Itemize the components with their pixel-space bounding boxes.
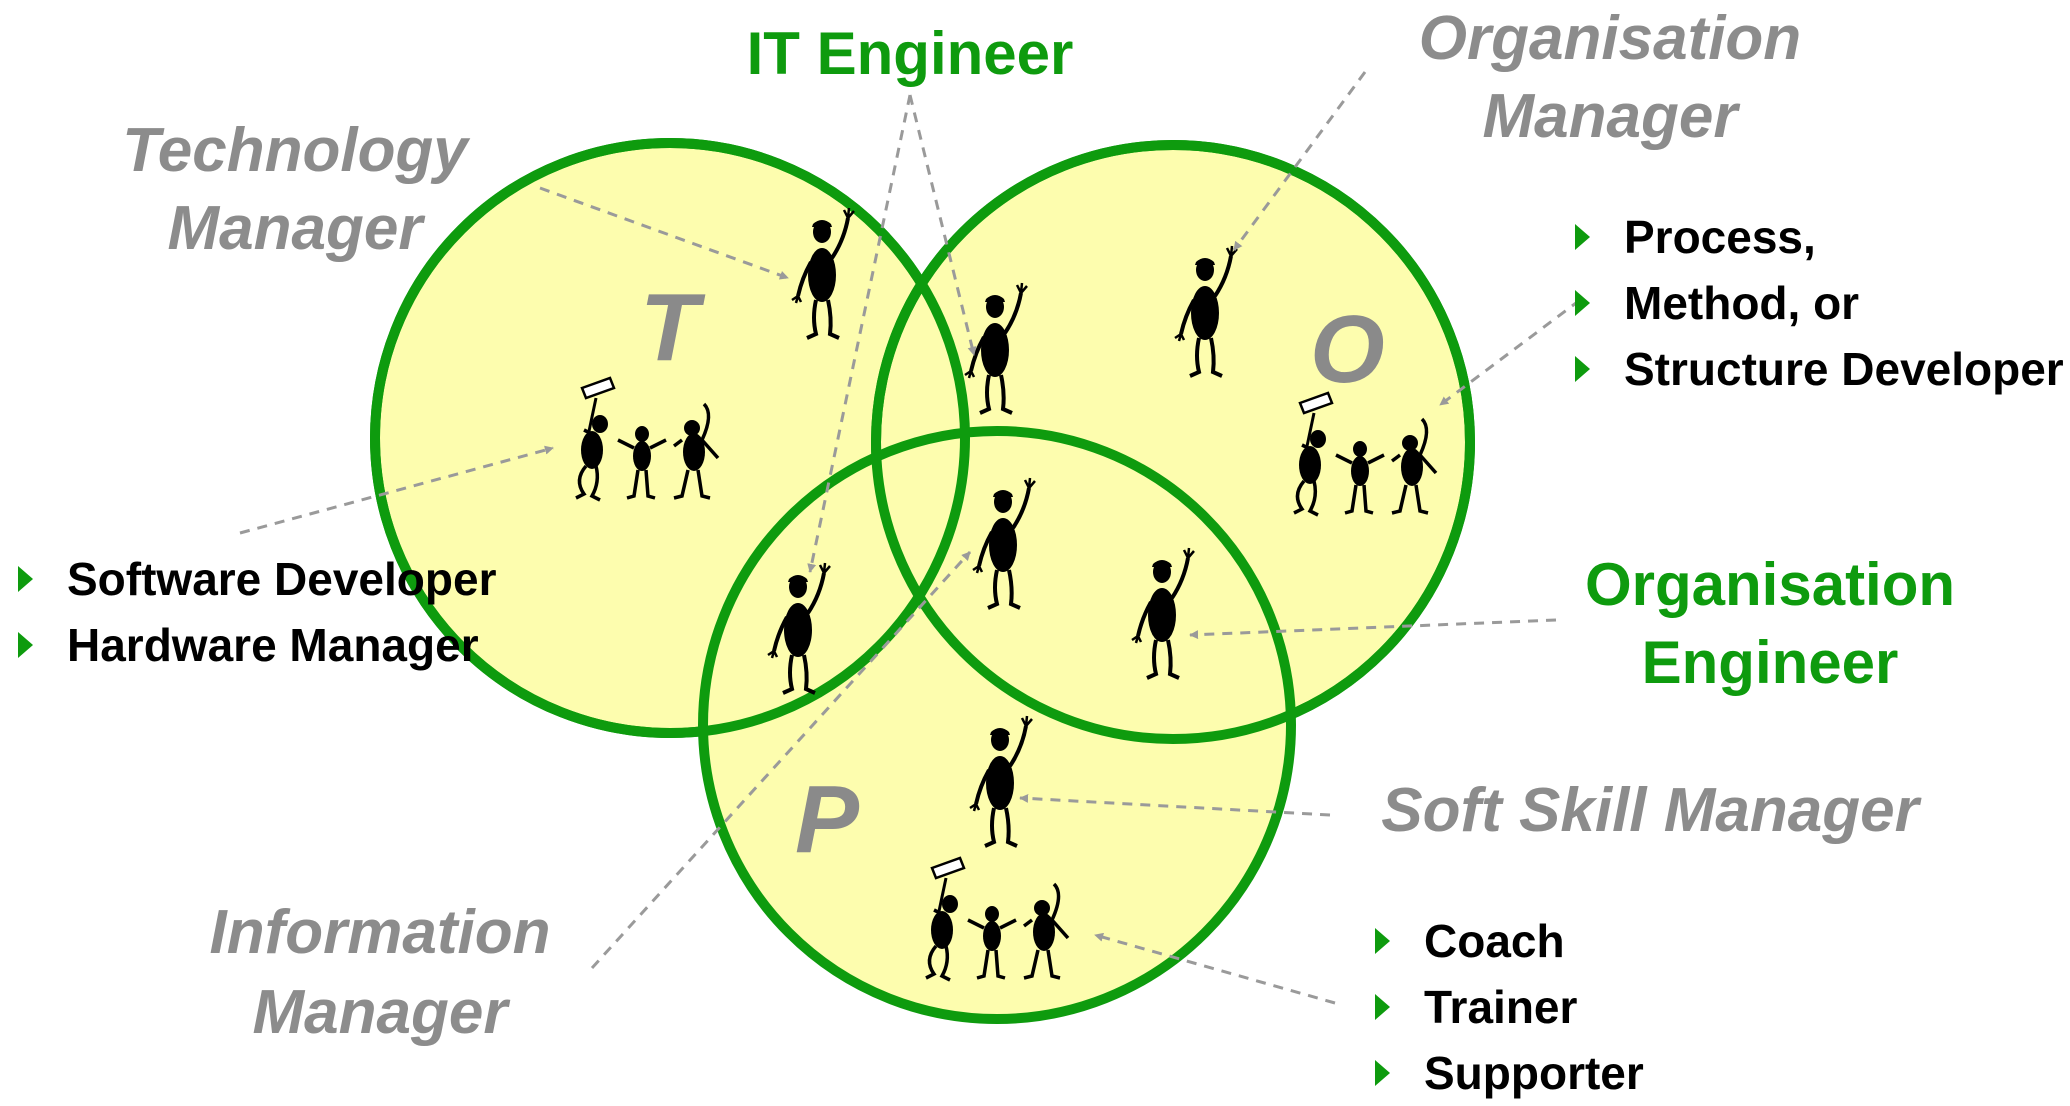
bullet-triangle-icon xyxy=(1575,290,1590,316)
list-item: Hardware Manager xyxy=(18,612,496,678)
bullet-triangle-icon xyxy=(1375,994,1390,1020)
bullet-triangle-icon xyxy=(1575,356,1590,382)
list-item: Coach xyxy=(1375,908,1644,974)
arrow-organisation-manager xyxy=(1232,71,1367,251)
list-item: Process, xyxy=(1575,204,2064,270)
list-item: Trainer xyxy=(1375,974,1644,1040)
list-item-label: Coach xyxy=(1424,915,1565,967)
list-item-label: Process, xyxy=(1624,211,1816,263)
label-organisation-engineer: Organisation Engineer xyxy=(1540,555,2000,693)
arrow-process-developer xyxy=(1439,298,1581,407)
bullet-list-right-bottom: Coach Trainer Supporter xyxy=(1375,908,1644,1106)
list-item-label: Method, or xyxy=(1624,277,1860,329)
list-item-label: Trainer xyxy=(1424,981,1578,1033)
label-organisation-manager: Organisation Manager xyxy=(1370,8,1850,148)
label-information-manager: Information Manager xyxy=(140,902,620,1044)
arrow-technology-manager xyxy=(539,186,789,280)
label-technology-manager: Technology Manager xyxy=(60,120,530,260)
arrow-software-developer xyxy=(239,445,554,535)
circle-o-outline xyxy=(871,140,1475,744)
letter-o: O xyxy=(1310,296,1385,403)
list-item: Software Developer xyxy=(18,546,496,612)
arrow-it-engineer-to-tp xyxy=(807,94,912,573)
arrow-soft-skill-manager xyxy=(1019,793,1331,817)
label-it-engineer: IT Engineer xyxy=(746,20,1074,87)
list-item-label: Hardware Manager xyxy=(67,619,479,671)
bullet-triangle-icon xyxy=(1375,928,1390,954)
label-technology-manager-line1: Technology xyxy=(122,116,468,185)
bullet-triangle-icon xyxy=(1375,1060,1390,1086)
bullet-triangle-icon xyxy=(1575,224,1590,250)
circle-p xyxy=(698,426,1296,1024)
list-item-label: Supporter xyxy=(1424,1047,1644,1099)
label-soft-skill-manager: Soft Skill Manager xyxy=(1381,776,1919,845)
label-organisation-manager-line1: Organisation xyxy=(1418,4,1802,73)
circle-t-outline xyxy=(370,138,970,738)
label-organisation-engineer-line1: Organisation xyxy=(1584,551,1956,618)
label-organisation-manager-line2: Manager xyxy=(1482,82,1738,151)
list-item: Structure Developer xyxy=(1575,336,2064,402)
label-organisation-engineer-line2: Engineer xyxy=(1641,629,1899,696)
arrow-organisation-engineer xyxy=(1189,618,1557,640)
bullet-list-left: Software Developer Hardware Manager xyxy=(18,546,496,678)
list-item: Method, or xyxy=(1575,270,2064,336)
bullet-triangle-icon xyxy=(18,632,33,658)
label-technology-manager-line2: Manager xyxy=(167,194,423,263)
bullet-triangle-icon xyxy=(18,566,33,592)
label-information-manager-line1: Information xyxy=(209,898,551,967)
arrow-coach xyxy=(1094,932,1336,1005)
bullet-list-right-top: Process, Method, or Structure Developer xyxy=(1575,204,2064,402)
letter-p: P xyxy=(795,766,860,873)
letter-t: T xyxy=(640,274,699,381)
arrow-it-engineer-to-to xyxy=(908,94,977,356)
arrow-information-manager xyxy=(590,550,972,970)
list-item: Supporter xyxy=(1375,1040,1644,1106)
list-item-label: Software Developer xyxy=(67,553,497,605)
label-information-manager-line2: Manager xyxy=(252,978,508,1047)
list-item-label: Structure Developer xyxy=(1624,343,2064,395)
